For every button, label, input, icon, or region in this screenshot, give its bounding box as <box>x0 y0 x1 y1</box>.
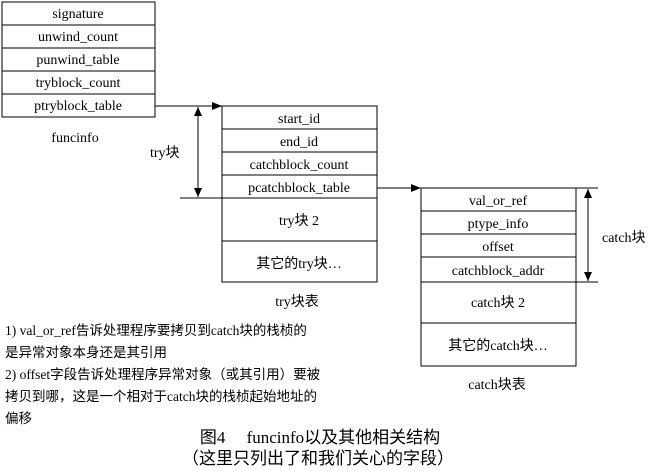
try-field-start-id: start_id <box>278 112 320 127</box>
try-block-bracket <box>180 105 222 199</box>
figure-subcaption: （这里只列出了和我们关心的字段） <box>182 449 454 468</box>
funcinfo-field-signature: signature <box>52 7 103 22</box>
catch-block-others: 其它的catch块… <box>448 337 548 354</box>
try-block-others: 其它的try块… <box>256 255 342 272</box>
catch-table-label: catch块表 <box>468 377 526 393</box>
catch-block-bracket <box>576 187 598 283</box>
try-table-label: try块表 <box>275 294 319 310</box>
catch-field-catchblock-addr: catchblock_addr <box>452 264 545 279</box>
funcinfo-field-ptryblock-table: ptryblock_table <box>34 99 122 114</box>
try-table-border <box>221 105 378 283</box>
funcinfo-field-tryblock-count: tryblock_count <box>36 76 121 91</box>
try-block-bracket-label: try块 <box>150 145 180 161</box>
note-line-5: 偏移 <box>5 411 32 426</box>
figure-caption: 图4 funcinfo以及其他相关结构 <box>200 428 440 447</box>
note-line-2: 是异常对象本身还是其引用 <box>5 345 167 360</box>
funcinfo-field-punwind-table: punwind_table <box>36 53 119 68</box>
note-line-1: 1) val_or_ref告诉处理程序要拷贝到catch块的栈桢的 <box>5 323 307 338</box>
funcinfo-table: signature unwind_count punwind_table try… <box>1 1 156 118</box>
try-block-table: start_id end_id catchblock_count pcatchb… <box>221 105 378 283</box>
funcinfo-label: funcinfo <box>51 131 98 146</box>
catch-block-table: val_or_ref ptype_info offset catchblock_… <box>420 187 577 367</box>
catch-field-val-or-ref: val_or_ref <box>469 194 528 209</box>
note-line-3: 2) offset字段告诉处理程序异常对象（或其引用）要被 <box>5 367 321 382</box>
catch-field-ptype-info: ptype_info <box>468 217 529 232</box>
try-field-catchblock-count: catchblock_count <box>250 158 349 173</box>
funcinfo-field-unwind-count: unwind_count <box>38 30 118 45</box>
funcinfo-table-border <box>1 1 156 118</box>
catch-field-offset: offset <box>482 240 514 255</box>
note-line-4: 拷贝到哪，这是一个相对于catch块的栈桢起始地址的 <box>5 388 317 404</box>
try-block-2: try块 2 <box>279 213 319 229</box>
catch-block-bracket-label: catch块 <box>602 230 646 246</box>
notes: 1) val_or_ref告诉处理程序要拷贝到catch块的栈桢的 是异常对象本… <box>5 323 321 426</box>
catch-table-border <box>420 187 577 367</box>
catch-block-2: catch块 2 <box>471 295 525 311</box>
try-field-end-id: end_id <box>280 135 318 150</box>
try-field-pcatchblock-table: pcatchblock_table <box>248 181 350 196</box>
